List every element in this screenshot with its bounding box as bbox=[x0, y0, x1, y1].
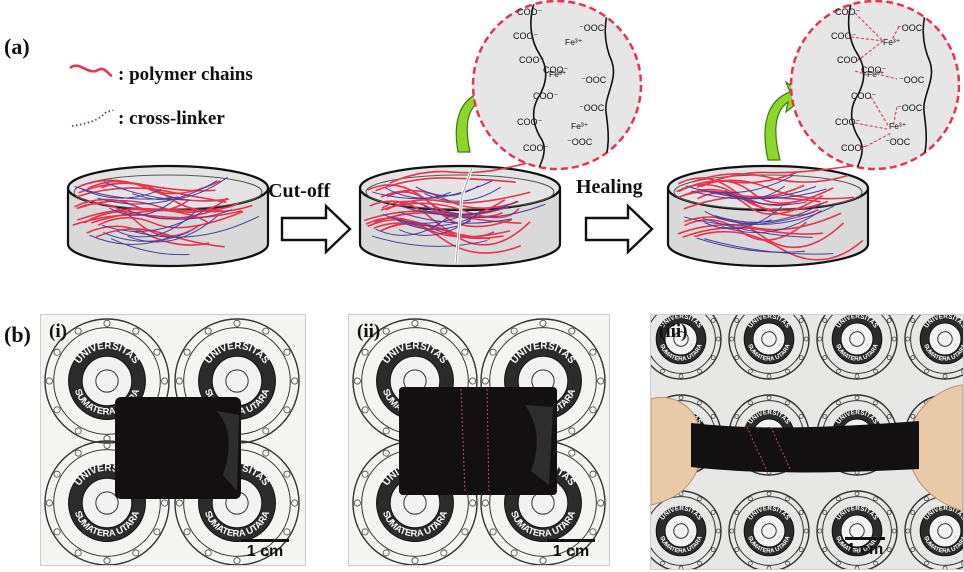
carboxylate-label: COO⁻ bbox=[837, 55, 863, 65]
carboxylate-label: COO⁻ bbox=[523, 143, 549, 153]
photo-stretched-tag: (iii) bbox=[659, 321, 688, 342]
carboxylate-label: ⁻OOC bbox=[897, 23, 923, 33]
healed-cut-line bbox=[460, 388, 466, 494]
healing-arrow bbox=[584, 203, 654, 255]
hydrogel-sample bbox=[115, 397, 241, 499]
step-cutoff-label: Cut-off bbox=[268, 180, 331, 202]
iron-ion-label: Fe³⁺ bbox=[889, 121, 906, 131]
dish-cut bbox=[358, 160, 562, 268]
iron-ion-label: Fe³⁺ bbox=[565, 37, 582, 47]
iron-ion-label: Fe³⁺ bbox=[549, 69, 566, 79]
carboxylate-label: COO⁻ bbox=[835, 117, 861, 127]
carboxylate-label: COO⁻ bbox=[533, 91, 559, 101]
iron-ion-label: Fe³⁺ bbox=[883, 37, 900, 47]
carboxylate-label: COO⁻ bbox=[543, 65, 569, 75]
photo-original-scale-label: 1 cm bbox=[246, 543, 284, 560]
healed-cut-line bbox=[770, 426, 792, 472]
zoom-circle-healed: COO⁻COO⁻COO⁻COO⁻COO⁻COO⁻COO⁻⁻OOC⁻OOC⁻OOC… bbox=[789, 0, 961, 171]
carboxylate-label: COO⁻ bbox=[831, 31, 857, 41]
carboxylate-label: ⁻OOC bbox=[899, 75, 925, 85]
legend-polymer-glyph bbox=[69, 64, 113, 78]
zoom-circle-cut: COO⁻COO⁻COO⁻COO⁻COO⁻COO⁻COO⁻⁻OOC⁻OOC⁻OOC… bbox=[471, 0, 643, 171]
healed-cut-line bbox=[746, 426, 768, 472]
carboxylate-label: ⁻OOC bbox=[581, 75, 607, 85]
carboxylate-label: ⁻OOC bbox=[579, 103, 605, 113]
photo-stretched-scale-label: 1 cm bbox=[846, 541, 884, 558]
schematic-svg: COO⁻COO⁻COO⁻COO⁻COO⁻COO⁻COO⁻⁻OOC⁻OOC⁻OOC… bbox=[66, 0, 961, 268]
carboxylate-label: COO⁻ bbox=[513, 31, 539, 41]
dish-initial bbox=[66, 164, 270, 268]
carboxylate-label: COO⁻ bbox=[517, 117, 543, 127]
carboxylate-label: COO⁻ bbox=[841, 143, 867, 153]
carboxylate-label: COO⁻ bbox=[861, 65, 887, 75]
carboxylate-label: ⁻OOC bbox=[885, 137, 911, 147]
cutoff-arrow bbox=[280, 203, 352, 255]
panel-b-label: (b) bbox=[4, 322, 31, 347]
hydrogel-stretched bbox=[691, 421, 919, 473]
iron-ion-label: Fe³⁺ bbox=[867, 69, 884, 79]
carboxylate-label: ⁻OOC bbox=[897, 103, 923, 113]
legend-crosslinker-label: : cross-linker bbox=[118, 108, 225, 129]
panel-a-label: (a) bbox=[4, 34, 30, 59]
dish-healed bbox=[666, 163, 870, 268]
hydrogel-sample-healed bbox=[399, 387, 557, 495]
photo-cut-scalebar: 1 cm bbox=[543, 539, 599, 561]
carboxylate-label: ⁻OOC bbox=[567, 137, 593, 147]
legend-polymer-label: : polymer chains bbox=[118, 64, 253, 85]
iron-ion-label: Fe³⁺ bbox=[571, 121, 588, 131]
photo-cut-tag: (ii) bbox=[357, 321, 381, 342]
step-healing-label: Healing bbox=[576, 176, 643, 198]
carboxylate-label: COO⁻ bbox=[517, 7, 543, 17]
carboxylate-label: COO⁻ bbox=[835, 7, 861, 17]
carboxylate-label: COO⁻ bbox=[851, 91, 877, 101]
photo-cut-scale-label: 1 cm bbox=[552, 543, 590, 560]
photo-stretched-scalebar: 1 cm bbox=[837, 537, 893, 559]
legend-crosslinker-glyph bbox=[71, 109, 114, 127]
carboxylate-label: ⁻OOC bbox=[579, 23, 605, 33]
carboxylate-label: COO⁻ bbox=[519, 55, 545, 65]
photo-original-tag: (i) bbox=[49, 321, 67, 342]
photo-original-scalebar: 1 cm bbox=[237, 539, 293, 561]
healed-cut-line bbox=[486, 388, 490, 494]
